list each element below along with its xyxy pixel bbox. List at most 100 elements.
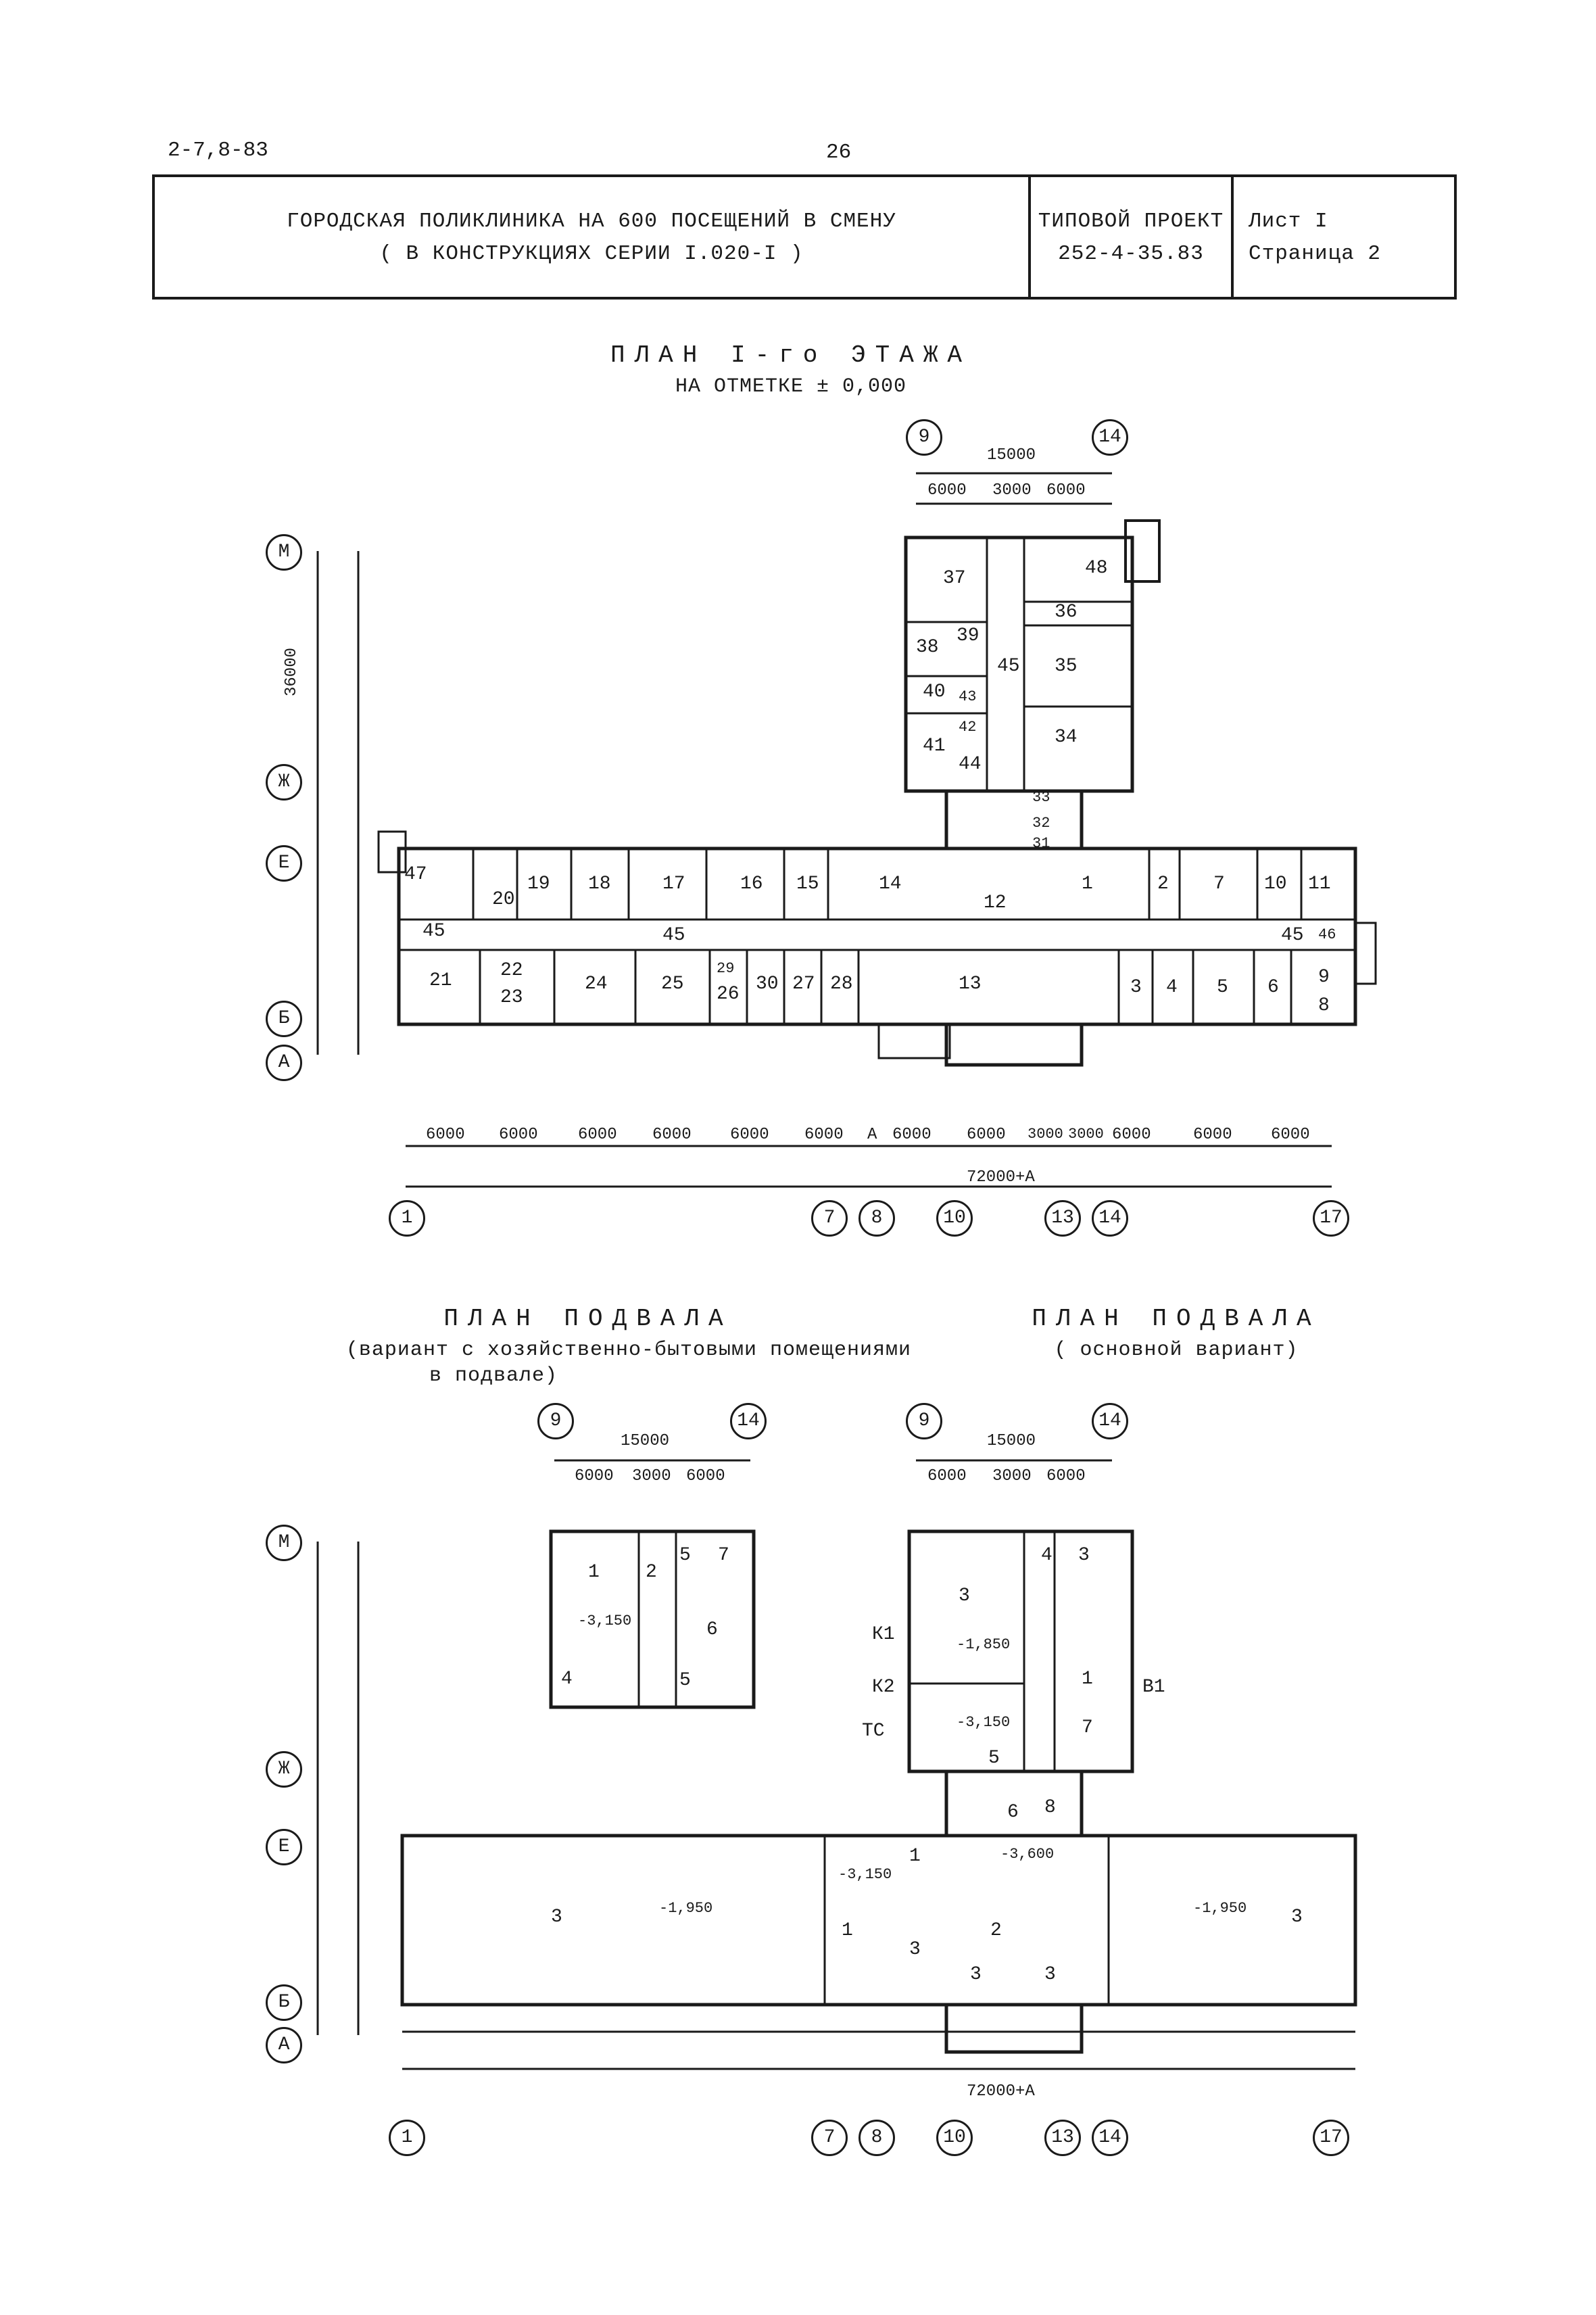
- bm-input-TS: ТС: [862, 1721, 885, 1742]
- bv-room-7: 7: [718, 1545, 729, 1566]
- sheet-label: Лист I: [1249, 210, 1328, 233]
- bv-room-1: 1: [588, 1562, 600, 1583]
- room-42: 42: [959, 719, 977, 736]
- bm-wing-dim-1: 6000: [927, 1467, 967, 1485]
- floor1-dimension-lines: [316, 472, 1332, 1188]
- room-24: 24: [585, 974, 608, 995]
- room-31: 31: [1032, 835, 1050, 852]
- bv-room-2: 2: [646, 1562, 657, 1583]
- bm-input-K2: К2: [872, 1677, 895, 1698]
- bottom-dim-10: 3000: [1068, 1126, 1104, 1143]
- room-6: 6: [1267, 977, 1279, 998]
- bb-bottom-total: 72000+A: [967, 2082, 1035, 2101]
- room-27: 27: [792, 974, 815, 995]
- bm-room-3b: 3: [1078, 1545, 1090, 1566]
- bb-level-center: -3,600: [1000, 1846, 1055, 1863]
- bb-room-2: 2: [990, 1920, 1002, 1941]
- basement-variant-wing: [549, 1529, 756, 1709]
- bottom-dim-7: 6000: [892, 1126, 932, 1144]
- bm-wing-dim-3: 6000: [1046, 1467, 1086, 1485]
- room-45-wing: 45: [997, 656, 1020, 677]
- room-1: 1: [1082, 874, 1093, 894]
- bb-room-1: 1: [909, 1846, 921, 1867]
- bb-axis-row-A: А: [266, 2027, 302, 2063]
- wing-dim-3: 6000: [1046, 481, 1086, 500]
- bb-room-1b: 1: [842, 1920, 853, 1941]
- axis-row-A: А: [266, 1045, 302, 1081]
- bb-axis-row-Zh: Ж: [266, 1751, 302, 1788]
- room-2: 2: [1157, 874, 1169, 894]
- bottom-dim-5: 6000: [730, 1126, 769, 1144]
- bb-axis-row-M: М: [266, 1525, 302, 1561]
- basement-variant-title: ПЛАН ПОДВАЛА: [443, 1305, 733, 1333]
- wing-total-dim: 15000: [987, 446, 1036, 464]
- room-5: 5: [1217, 977, 1228, 998]
- floor1-plan-drawing: [377, 519, 1377, 1067]
- sheet-cell: Лист I Страница 2: [1234, 177, 1454, 297]
- room-34: 34: [1055, 727, 1078, 748]
- bb-level-west: -1,950: [659, 1900, 713, 1917]
- bm-wing-total: 15000: [987, 1432, 1036, 1450]
- bottom-total: 72000+A: [967, 1168, 1035, 1187]
- bottom-dim-A: А: [867, 1126, 877, 1144]
- bv-wing-dim-3: 6000: [686, 1467, 725, 1485]
- room-45-east: 45: [1281, 925, 1304, 946]
- bb-axis-col-13: 13: [1044, 2120, 1081, 2156]
- room-22: 22: [500, 960, 523, 981]
- room-14: 14: [879, 874, 902, 894]
- wing-dim-2: 3000: [992, 481, 1032, 500]
- room-20: 20: [492, 889, 515, 910]
- floor1-plan-subtitle: НА ОТМЕТКЕ ± 0,000: [675, 375, 907, 398]
- basement-main-subtitle: ( основной вариант): [1054, 1339, 1299, 1362]
- title-block: ГОРОДСКАЯ ПОЛИКЛИНИКА НА 600 ПОСЕЩЕНИЙ В…: [152, 174, 1457, 300]
- bv-wing-dim-1: 6000: [575, 1467, 614, 1485]
- doc-code: 2-7,8-83: [168, 139, 268, 162]
- bb-room-3-s2: 3: [970, 1964, 982, 1985]
- bb-level-left: -3,150: [838, 1866, 892, 1883]
- room-18: 18: [588, 874, 611, 894]
- bottom-dim-3: 6000: [578, 1126, 617, 1144]
- bb-axis-col-7: 7: [811, 2120, 848, 2156]
- axis-col-13: 13: [1044, 1200, 1081, 1237]
- bb-axis-col-8: 8: [859, 2120, 895, 2156]
- bv-room-5b: 5: [679, 1670, 691, 1691]
- axis-9: 9: [906, 419, 942, 456]
- axis-row-E: Е: [266, 845, 302, 882]
- floor1-plan-title: ПЛАН I-го ЭТАЖА: [610, 341, 972, 369]
- room-11: 11: [1308, 874, 1331, 894]
- room-19: 19: [527, 874, 550, 894]
- bm-room-5: 5: [988, 1748, 1000, 1769]
- room-39: 39: [957, 625, 980, 646]
- bm-axis-14: 14: [1092, 1403, 1128, 1439]
- title-line-2: ( В КОНСТРУКЦИЯХ СЕРИИ I.020-I ): [379, 242, 804, 266]
- room-35: 35: [1055, 656, 1078, 677]
- title-cell: ГОРОДСКАЯ ПОЛИКЛИНИКА НА 600 ПОСЕЩЕНИЙ В…: [155, 177, 1031, 297]
- project-label: ТИПОВОЙ ПРОЕКТ: [1038, 210, 1224, 233]
- room-30: 30: [756, 974, 779, 995]
- room-40: 40: [923, 682, 946, 702]
- room-9: 9: [1318, 967, 1330, 988]
- room-4: 4: [1166, 977, 1178, 998]
- room-21: 21: [429, 970, 452, 991]
- room-15: 15: [796, 874, 819, 894]
- room-13: 13: [959, 974, 982, 995]
- axis-row-B: Б: [266, 1001, 302, 1037]
- bottom-dim-9: 3000: [1027, 1126, 1063, 1143]
- bb-room-3-s3: 3: [1044, 1964, 1056, 1985]
- basement-main-body: [400, 1834, 1357, 2007]
- basement-variant-subtitle-2: в подвале): [429, 1364, 558, 1387]
- axis-col-1: 1: [389, 1200, 425, 1237]
- bm-level-2: -3,150: [957, 1714, 1011, 1731]
- room-8: 8: [1318, 995, 1330, 1016]
- room-41: 41: [923, 736, 946, 757]
- room-28: 28: [830, 974, 853, 995]
- bb-axis-col-1: 1: [389, 2120, 425, 2156]
- bm-room-7: 7: [1082, 1717, 1093, 1738]
- page-number: 26: [826, 141, 852, 164]
- room-45-west: 45: [422, 921, 445, 942]
- project-cell: ТИПОВОЙ ПРОЕКТ 252-4-35.83: [1031, 177, 1234, 297]
- room-38: 38: [916, 637, 939, 658]
- bb-level-east: -1,950: [1193, 1900, 1247, 1917]
- bm-room-4: 4: [1041, 1545, 1053, 1566]
